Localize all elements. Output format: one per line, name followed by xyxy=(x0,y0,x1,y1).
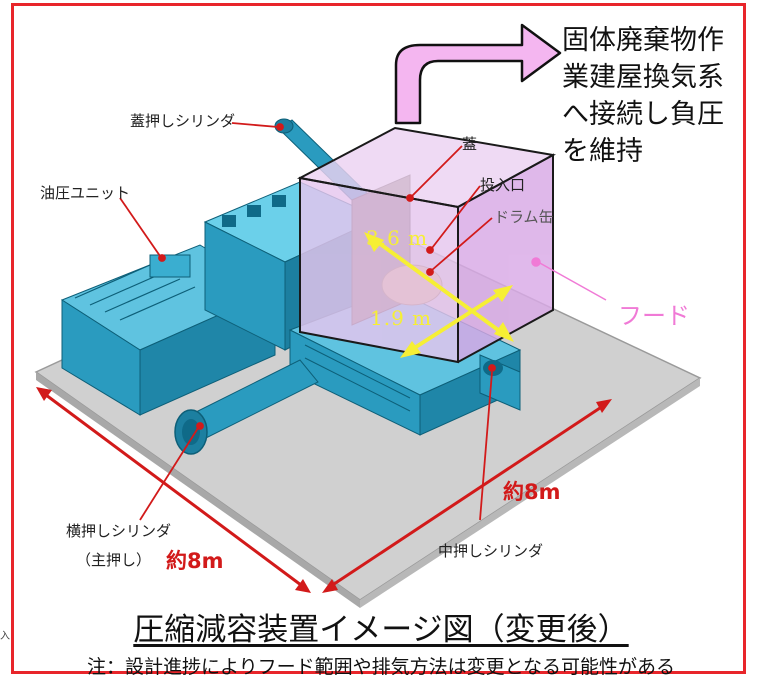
label-hood: フード xyxy=(618,302,690,330)
callout-line-3: へ接続し負圧 xyxy=(562,99,724,130)
horizontal-cylinder-shape xyxy=(174,359,319,455)
hood-box xyxy=(300,128,553,362)
label-hydraulic-unit: 油圧ユニット xyxy=(40,184,131,202)
base-plate-edge xyxy=(36,372,360,608)
base-plate-edge-right xyxy=(360,378,700,608)
hood-pointer xyxy=(531,257,607,301)
exhaust-callout: 固体廃棄物作 業建屋換気系 へ接続し負圧 を維持 xyxy=(562,22,752,170)
label-main-push: （主押し） xyxy=(76,551,152,569)
dim-hood-width: 1.9 m xyxy=(370,306,433,330)
exhaust-arrow xyxy=(394,23,562,125)
callout-line-1: 固体廃棄物作 xyxy=(562,25,724,56)
label-drum-section: ドラム缶 xyxy=(494,208,554,226)
base-dimension-lines xyxy=(36,387,612,593)
label-lid: 蓋 xyxy=(462,135,478,153)
label-inlet: 投入口 xyxy=(480,176,526,194)
diagram-frame xyxy=(11,3,746,674)
dim-base-depth: 約8m xyxy=(503,480,561,504)
diagram-note: 注：設計進捗によりフード範囲や排気方法は変更となる可能性がある xyxy=(86,656,676,678)
margin-mark: 入 xyxy=(0,631,10,642)
dim-hood-length: 3.6 m xyxy=(366,226,429,250)
label-middle-push-cylinder: 中押しシリンダ xyxy=(438,542,544,560)
hood-dimension-arrows xyxy=(364,232,514,358)
callout-line-2: 業建屋換気系 xyxy=(562,62,724,93)
dim-base-width: 約8m xyxy=(166,549,224,573)
leader-lines xyxy=(119,122,496,521)
callout-line-4: を維持 xyxy=(562,136,643,167)
label-lid-push-cylinder: 蓋押しシリンダ xyxy=(130,112,236,130)
label-horizontal-push-cylinder: 横押しシリンダ xyxy=(66,522,172,540)
diagram-title: 圧縮減容装置イメージ図（変更後） xyxy=(133,612,629,648)
